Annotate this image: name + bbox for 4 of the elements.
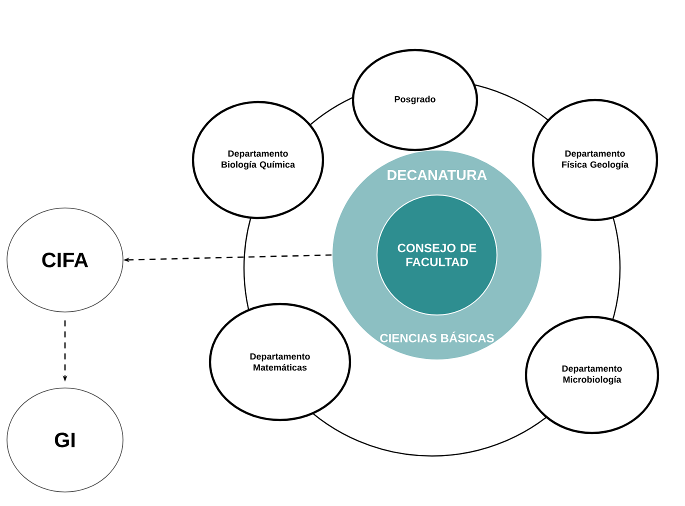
- node-label: Departamento Física Geología: [562, 150, 629, 170]
- ring-subtitle: CIENCIAS BÁSICAS: [380, 332, 494, 342]
- node-label: Departamento Microbiología: [562, 365, 622, 385]
- ring-title: DECANATURA: [388, 170, 487, 180]
